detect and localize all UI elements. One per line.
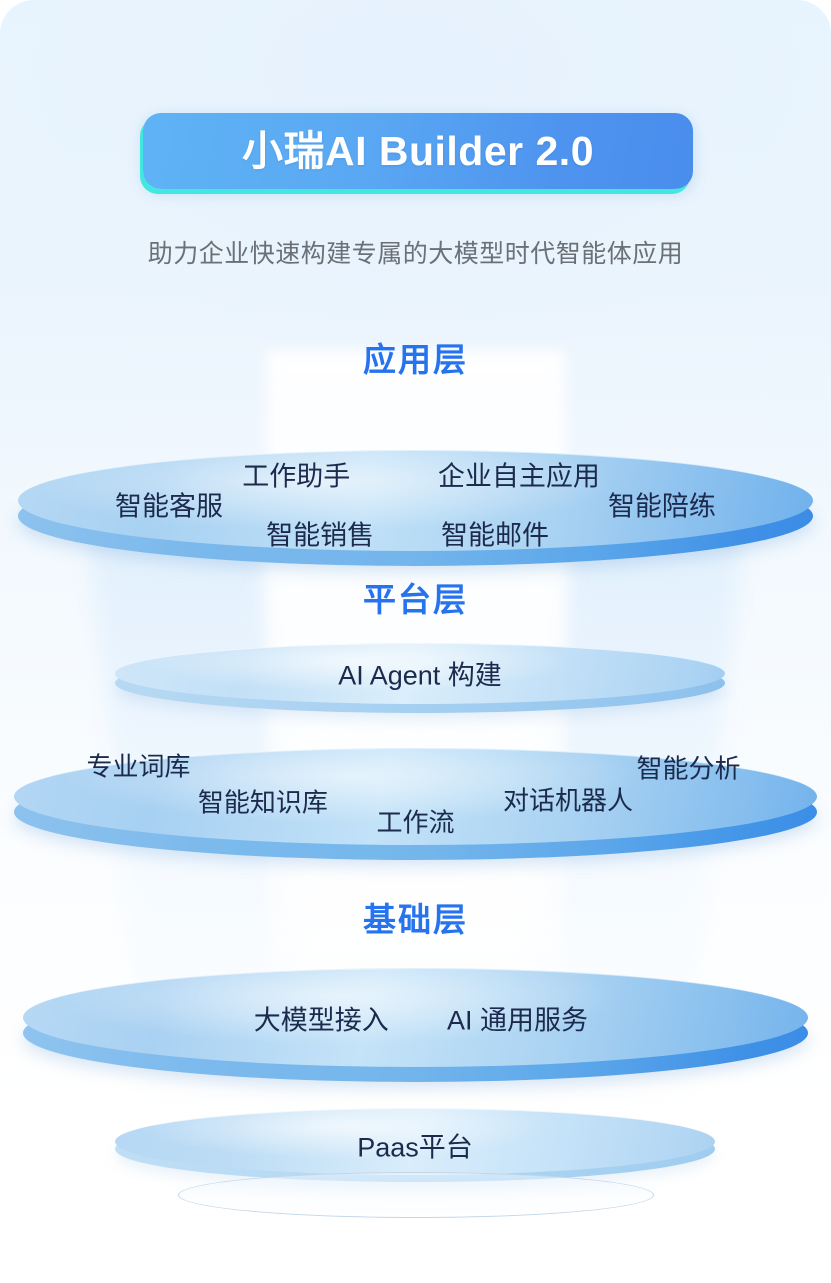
capability-label[interactable]: 对话机器人 — [503, 785, 634, 816]
disc-surface — [14, 748, 817, 845]
disc-base-capabilities: 大模型接入 AI 通用服务 — [23, 968, 808, 1088]
capability-label[interactable]: 智能销售 — [266, 520, 375, 551]
capability-label[interactable]: Paas平台 — [357, 1132, 473, 1163]
capability-label[interactable]: 工作助手 — [242, 461, 351, 492]
page-subtitle: 助力企业快速构建专属的大模型时代智能体应用 — [147, 240, 684, 268]
capability-label[interactable]: 智能知识库 — [197, 787, 328, 818]
capability-label[interactable]: 智能分析 — [636, 753, 741, 784]
layer-heading-application: 应用层 — [363, 341, 468, 378]
disc-platform-capabilities: 专业词库 智能知识库 工作流 对话机器人 智能分析 — [14, 748, 817, 864]
capability-label[interactable]: AI Agent 构建 — [338, 660, 502, 691]
capability-label[interactable]: 智能陪练 — [607, 491, 716, 522]
capability-label[interactable]: 大模型接入 — [253, 1005, 389, 1036]
disc-surface — [23, 968, 808, 1067]
layer-heading-platform: 平台层 — [363, 581, 468, 618]
capability-label[interactable]: 企业自主应用 — [437, 461, 600, 492]
capability-label[interactable]: 工作流 — [376, 807, 455, 838]
disc-label-group: 专业词库 智能知识库 工作流 对话机器人 智能分析 — [14, 748, 817, 864]
disc-application-capabilities: 智能客服 工作助手 智能销售 企业自主应用 智能邮件 智能陪练 — [18, 450, 813, 572]
page-title: 小瑞AI Builder 2.0 — [241, 127, 594, 174]
disc-label-group: AI Agent 构建 — [115, 643, 725, 715]
capability-label[interactable]: 智能客服 — [115, 491, 224, 522]
disc-paas-platform: Paas平台 — [115, 1108, 715, 1190]
disc-surface — [115, 1108, 715, 1175]
layer-heading-foundation: 基础层 — [363, 901, 468, 938]
title-badge: 小瑞AI Builder 2.0 — [143, 113, 693, 189]
disc-label-group: 大模型接入 AI 通用服务 — [23, 968, 808, 1088]
disc-surface — [18, 450, 813, 551]
disc-agent-build: AI Agent 构建 — [115, 643, 725, 715]
disc-label-group: Paas平台 — [115, 1108, 715, 1190]
disc-label-group: 智能客服 工作助手 智能销售 企业自主应用 智能邮件 智能陪练 — [18, 450, 813, 572]
capability-label[interactable]: 智能邮件 — [441, 520, 549, 551]
capability-label[interactable]: 专业词库 — [86, 751, 191, 782]
capability-label[interactable]: AI 通用服务 — [447, 1005, 589, 1036]
disc-surface — [115, 643, 725, 704]
base-ring-outline — [178, 1172, 654, 1218]
